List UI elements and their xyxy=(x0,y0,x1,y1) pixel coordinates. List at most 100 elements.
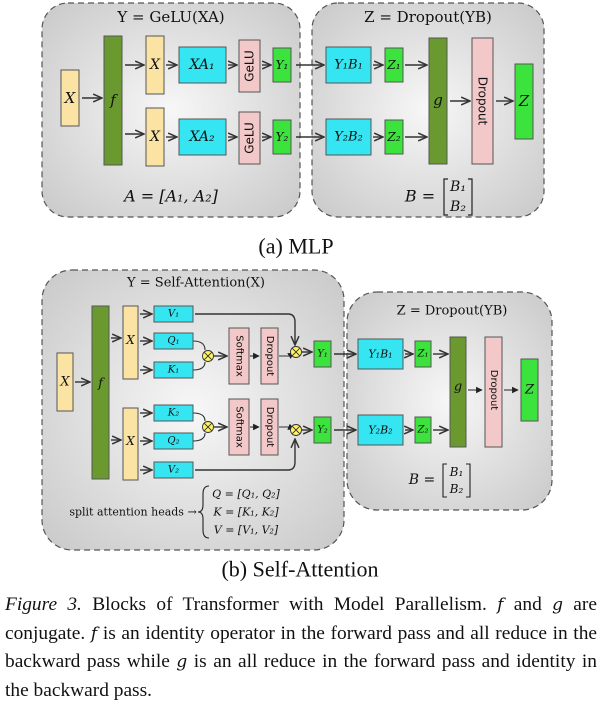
attention-f-operator xyxy=(91,305,110,480)
mlp-y1-label: Y₁ xyxy=(276,58,289,72)
caption-f-2: f xyxy=(90,623,98,644)
mlp-z-label: Z xyxy=(518,92,530,110)
mlp-left-title: Y = GeLU(XA) xyxy=(116,8,224,26)
caption-g-2: g xyxy=(176,652,188,672)
mlp-y2-box xyxy=(272,119,292,155)
attention-y1-box xyxy=(313,340,332,368)
attention-z1-label: Z₁ xyxy=(417,349,429,360)
attention-dropout2-box xyxy=(260,398,279,456)
mlp-y2-label: Y₂ xyxy=(276,130,289,144)
attention-right-title: Z = Dropout(YB) xyxy=(397,304,508,319)
attention-k-equation: K = [K₁, K₂] xyxy=(212,506,279,519)
multiply-cross xyxy=(203,351,213,361)
attention-f-label: f xyxy=(97,377,105,392)
attention-v1-path xyxy=(195,313,295,344)
attention-connector xyxy=(192,432,206,442)
attention-z2-box xyxy=(414,416,432,444)
attention-v1-box xyxy=(153,305,194,323)
mlp-b-bracket-left xyxy=(443,178,448,216)
mlp-b-top: B₁ xyxy=(449,179,466,195)
attention-z-label: Z xyxy=(524,383,535,398)
attention-subfigure-caption: (b) Self-Attention xyxy=(221,557,378,582)
mlp-left-panel xyxy=(41,2,301,218)
attention-z2-label: Z₂ xyxy=(417,425,429,436)
mlp-b-bottom: B₂ xyxy=(449,199,466,215)
attention-softmax1-label: Softmax xyxy=(234,335,245,377)
attention-softmax2-label: Softmax xyxy=(234,406,245,448)
caption-part2: are conjugate. xyxy=(5,594,597,644)
attention-x1-label: X xyxy=(125,333,135,347)
attention-split-label: split attention heads → xyxy=(69,506,196,519)
attention-yb1-label: Y₁B₁ xyxy=(368,348,392,361)
mlp-gelu2-label: GeLU xyxy=(243,122,257,154)
attention-y1-label: Y₁ xyxy=(317,349,328,360)
mlp-gelu2-box xyxy=(238,111,261,165)
attention-dropout1-box xyxy=(260,327,279,385)
mlp-y1-box xyxy=(272,47,292,83)
mlp-a-equation: A = [A₁, A₂] xyxy=(122,187,218,206)
attention-v1-label: V₁ xyxy=(168,309,179,320)
mlp-dropout-box xyxy=(471,37,494,165)
mlp-z2-box xyxy=(384,119,404,155)
mlp-x1-box xyxy=(145,35,165,95)
multiply-cross xyxy=(291,347,301,357)
attention-q-equation: Q = [Q₁, Q₂] xyxy=(212,488,280,501)
mlp-g-label: g xyxy=(433,91,443,109)
mlp-xa1-box xyxy=(178,46,227,84)
mlp-yb1-box xyxy=(325,46,372,84)
mlp-f-label: f xyxy=(109,91,118,109)
attention-y2-label: Y₂ xyxy=(317,425,328,436)
attention-v2-label: V₂ xyxy=(168,465,179,476)
attention-left-title: Y = Self-Attention(X) xyxy=(126,276,265,291)
attention-b-bracket-left xyxy=(442,463,447,498)
mlp-yb2-label: Y₂B₂ xyxy=(334,130,363,145)
caption-and: and xyxy=(513,594,542,615)
attention-q2-label: Q₂ xyxy=(167,436,179,447)
attention-x1-box xyxy=(122,305,139,380)
mlp-subfigure-caption: (a) MLP xyxy=(258,234,333,259)
attention-connector xyxy=(192,412,206,422)
mlp-input-x-box xyxy=(60,69,80,127)
attention-input-x-box xyxy=(56,352,74,412)
attention-k1-label: K₁ xyxy=(167,365,179,376)
attention-z1-box xyxy=(414,340,432,368)
caption-label: Figure 3. xyxy=(5,594,82,615)
mlp-x1-label: X xyxy=(149,57,161,73)
attention-yb1-box xyxy=(357,338,404,370)
mlp-xa2-box xyxy=(178,118,227,156)
mlp-figure: Y = GeLU(XA) Z = Dropout(YB) X f X X XA₁… xyxy=(41,2,545,259)
attention-softmax2-box xyxy=(228,398,250,456)
attention-v-equation: V = [V₁, V₂] xyxy=(214,524,279,537)
attention-input-x-label: X xyxy=(59,375,70,390)
multiply-cross xyxy=(291,425,301,435)
mlp-xa1-label: XA₁ xyxy=(188,57,214,73)
mlp-xa2-label: XA₂ xyxy=(188,129,215,145)
transformer-parallelism-diagram: .panel { fill:url(#panelGrad); stroke:#5… xyxy=(41,2,553,582)
mlp-z-box xyxy=(514,63,534,140)
mlp-g-operator xyxy=(428,37,448,165)
caption-text: Blocks of Transformer with Model Paralle… xyxy=(92,594,487,615)
attention-b-top: B₁ xyxy=(449,465,464,479)
mlp-yb2-box xyxy=(325,118,372,156)
attention-g-label: g xyxy=(454,380,462,395)
attention-b-bottom: B₂ xyxy=(449,482,464,496)
mlp-x2-box xyxy=(145,107,165,167)
mlp-input-x-label: X xyxy=(64,89,77,107)
attention-dropout-box xyxy=(484,336,503,448)
attention-x2-box xyxy=(122,407,139,481)
attention-brace xyxy=(197,485,210,539)
caption-part4: is an all reduce in the forward pass and… xyxy=(5,651,597,701)
attention-q1-label: Q₁ xyxy=(167,336,179,347)
attention-dropout-label: Dropout xyxy=(488,370,499,411)
attention-g-operator xyxy=(449,336,467,448)
attention-yb2-label: Y₂B₂ xyxy=(368,424,392,437)
caption-g: g xyxy=(552,595,563,615)
attention-k2-label: K₂ xyxy=(167,408,179,419)
mlp-b-equation: B = xyxy=(404,187,435,206)
attention-v2-path xyxy=(195,440,295,471)
attention-y2-box xyxy=(313,416,332,444)
attention-dropout1-label: Dropout xyxy=(264,336,275,377)
attention-connector xyxy=(192,361,206,371)
caption-part3: is an identity operator in the forward p… xyxy=(5,622,597,673)
attention-x2-label: X xyxy=(125,434,135,448)
